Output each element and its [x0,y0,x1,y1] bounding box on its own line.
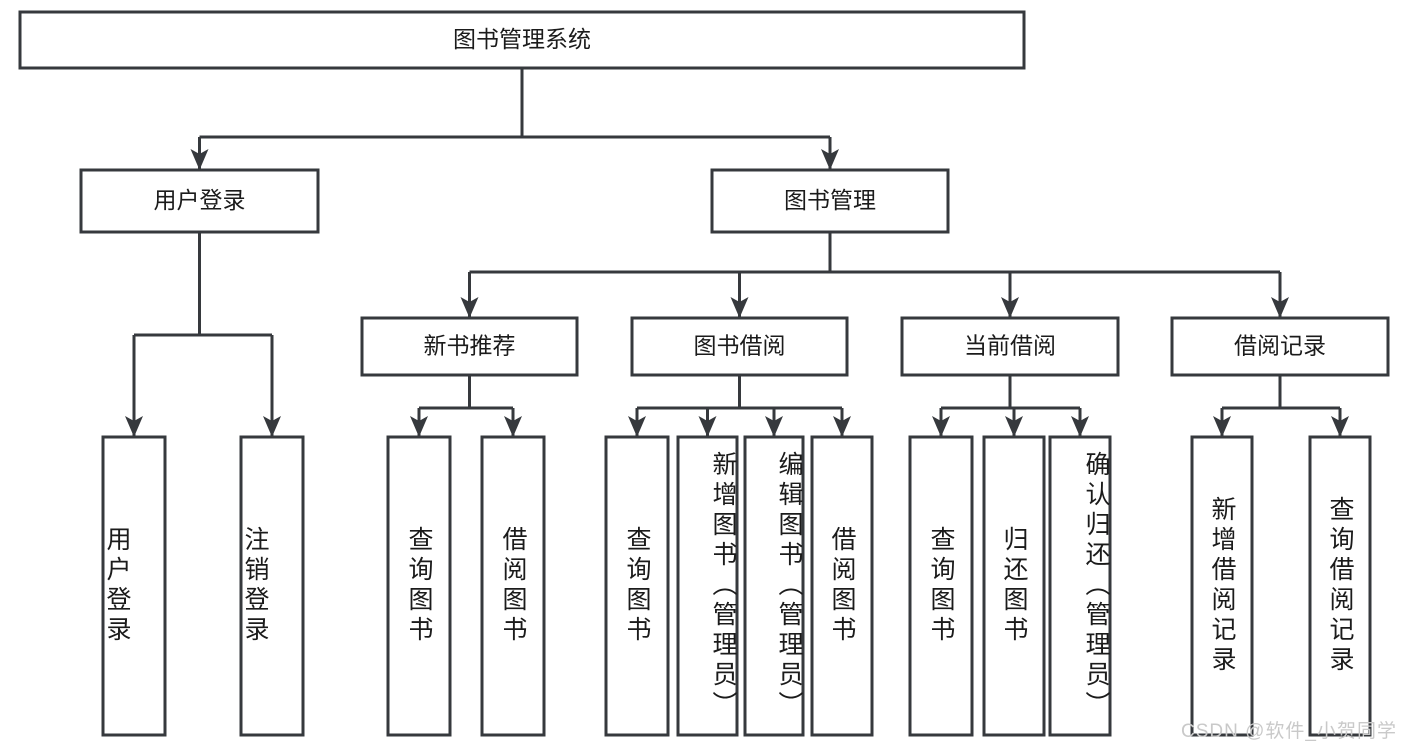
node-box-leaf-logout[interactable] [239,435,305,737]
new-book-rec-arrow-0 [410,416,428,437]
node-box-leaf-user-login[interactable] [101,435,167,737]
book-manage-arrow-3 [1271,297,1289,318]
connector-lines [125,68,1349,437]
book-manage-arrow-0 [460,297,479,318]
node-label-root: 图书管理系统 [453,26,591,52]
borrow-record-arrow-1 [1331,416,1349,437]
book-manage-arrow-2 [1001,297,1019,318]
book-borrow-arrow-2 [765,416,783,437]
node-box-leaf-query-book-2[interactable] [604,435,670,737]
node-label-new-book-rec: 新书推荐 [424,333,516,359]
node-box-leaf-add-book[interactable] [676,435,739,737]
node-label-book-borrow: 图书借阅 [694,333,786,359]
node-box-leaf-edit-book[interactable] [743,435,805,737]
book-borrow-arrow-0 [628,416,646,437]
node-box-new-book-rec[interactable] [360,316,579,377]
node-box-borrow-record[interactable] [1170,316,1390,377]
node-box-leaf-query-book-1[interactable] [386,435,452,737]
root-arrow-0 [190,149,209,170]
current-borrow-arrow-2 [1071,416,1089,437]
user-login-arrow-0 [125,416,143,437]
csdn-watermark: CSDN @软件_小贺同学 [1181,721,1397,742]
node-box-leaf-borrow-book-2[interactable] [810,435,874,737]
current-borrow-arrow-1 [1005,416,1023,437]
new-book-rec-arrow-1 [504,416,522,437]
book-borrow-arrow-1 [698,416,717,437]
book-manage-arrow-1 [730,297,749,318]
node-box-book-borrow[interactable] [630,316,849,377]
node-box-user-login[interactable] [79,168,320,234]
root-arrow-1 [821,149,839,170]
node-box-leaf-confirm-return[interactable] [1048,435,1112,737]
node-label-book-manage: 图书管理 [784,187,876,213]
node-label-borrow-record: 借阅记录 [1234,333,1326,359]
node-box-leaf-query-book-3[interactable] [908,435,974,737]
node-box-book-manage[interactable] [710,168,950,234]
node-box-root[interactable] [18,10,1026,70]
borrow-record-arrow-0 [1213,416,1231,437]
node-box-current-borrow[interactable] [900,316,1120,377]
node-box-leaf-return-book[interactable] [982,435,1046,737]
node-box-leaf-add-record[interactable] [1190,435,1254,737]
node-box-leaf-query-record[interactable] [1308,435,1372,737]
node-label-current-borrow: 当前借阅 [964,333,1056,359]
node-label-user-login: 用户登录 [154,187,246,213]
node-box-leaf-borrow-book-1[interactable] [480,435,546,737]
book-borrow-arrow-3 [833,416,851,437]
current-borrow-arrow-0 [932,416,950,437]
user-login-arrow-1 [263,416,281,437]
